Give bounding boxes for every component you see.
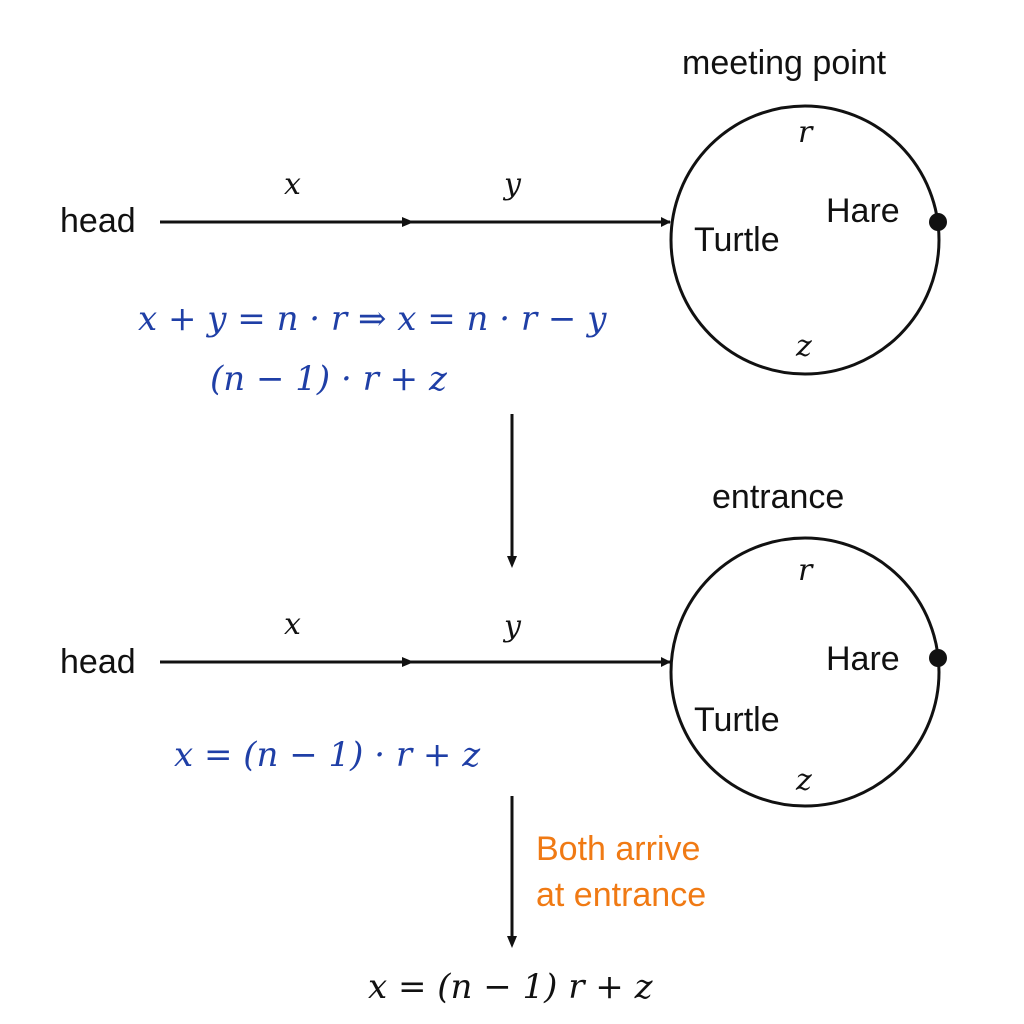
hare-marker-dot	[929, 649, 947, 667]
hare-label: Hare	[826, 192, 900, 230]
circle-z-label: z	[795, 329, 812, 364]
circle-z-label: z	[795, 763, 812, 798]
turtle-label: Turtle	[694, 221, 780, 259]
equation: x = (n − 1) · r + z	[174, 735, 481, 775]
head-label: head	[60, 643, 136, 681]
final-equation: x = (n − 1) r + z	[368, 967, 654, 1007]
top-diagram: head x y meeting point r z Turtle Hare x…	[60, 44, 947, 399]
segment-x-label: x	[284, 167, 301, 202]
bottom-diagram: head x y entrance r z Turtle Hare x = (n…	[60, 478, 947, 808]
note-line-2: at entrance	[536, 876, 706, 914]
segment-y-label: y	[502, 609, 522, 644]
cycle-circle	[669, 536, 941, 808]
hare-label: Hare	[826, 640, 900, 678]
equation-line-2: (n − 1) · r + z	[210, 359, 448, 399]
head-label: head	[60, 202, 136, 240]
note-line-1: Both arrive	[536, 830, 700, 868]
circle-r-label: r	[798, 115, 814, 150]
segment-x-label: x	[284, 607, 301, 642]
cycle-circle	[669, 104, 941, 376]
equation-line-1: x + y = n · r ⇒ x = n · r − y	[138, 299, 607, 339]
circle-title: meeting point	[682, 44, 887, 82]
segment-y-label: y	[502, 167, 522, 202]
circle-title: entrance	[712, 478, 844, 516]
hare-marker-dot	[929, 213, 947, 231]
circle-r-label: r	[798, 553, 814, 588]
turtle-label: Turtle	[694, 701, 780, 739]
